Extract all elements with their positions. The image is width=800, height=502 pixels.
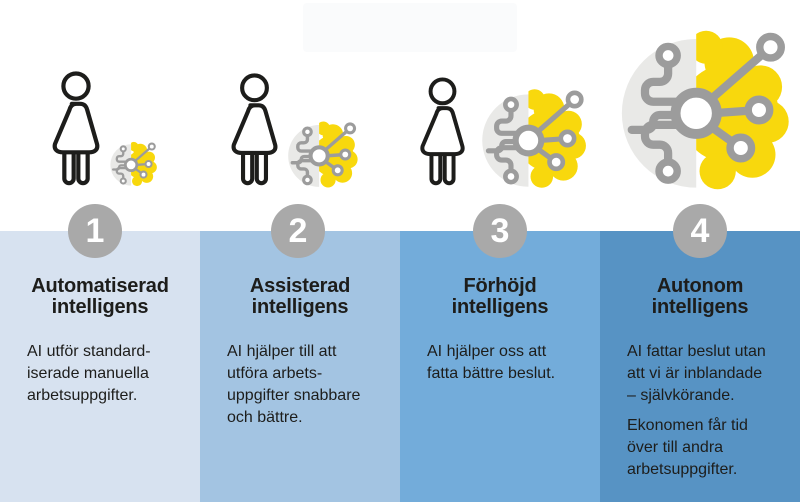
step-title: Automatiserad intelligens bbox=[31, 275, 169, 318]
brain-circuit-icon bbox=[607, 27, 792, 193]
icon-row bbox=[0, 0, 800, 231]
step-description-paragraph: Ekonomen får tid över till andra arbetsu… bbox=[627, 417, 748, 478]
step-title: Förhöjd intelligens bbox=[451, 275, 549, 318]
step-number-badge: 1 bbox=[68, 204, 122, 258]
brain-circuit-icon bbox=[282, 120, 359, 189]
person-icon bbox=[227, 73, 282, 187]
brain-circuit-icon bbox=[473, 87, 588, 190]
step-title: Autonom intelligens bbox=[651, 275, 749, 318]
step-description: AI hjälper oss att fatta bättre beslut. bbox=[427, 341, 582, 385]
step-title: Assisterad intelligens bbox=[249, 275, 351, 318]
person-icon bbox=[48, 71, 104, 187]
step-description-paragraph: AI fattar beslut utan att vi är inblanda… bbox=[627, 343, 766, 404]
step-panels: Automatiserad intelligens AI utför stand… bbox=[0, 231, 800, 502]
panel-step-3: Förhöjd intelligens AI hjälper oss att f… bbox=[400, 231, 600, 502]
panel-step-2: Assisterad intelligens AI hjälper till a… bbox=[200, 231, 400, 502]
step-description-paragraph: AI hjälper oss att fatta bättre beslut. bbox=[427, 343, 556, 382]
panel-step-4: Autonom intelligens AI fattar beslut uta… bbox=[600, 231, 800, 502]
ghost-watermark bbox=[303, 3, 517, 52]
step-number-badge: 4 bbox=[673, 204, 727, 258]
person-icon bbox=[416, 77, 469, 187]
step-description-paragraph: AI hjälper till att utföra arbets- uppgi… bbox=[227, 343, 361, 426]
step-description: AI fattar beslut utan att vi är inblanda… bbox=[627, 341, 782, 481]
step-number-badge: 2 bbox=[271, 204, 325, 258]
panel-step-1: Automatiserad intelligens AI utför stand… bbox=[0, 231, 200, 502]
step-number-badge: 3 bbox=[473, 204, 527, 258]
brain-circuit-icon bbox=[106, 141, 158, 187]
step-description-paragraph: AI utför standard- iserade manuella arbe… bbox=[27, 343, 151, 404]
step-description: AI utför standard- iserade manuella arbe… bbox=[27, 341, 182, 407]
step-description: AI hjälper till att utföra arbets- uppgi… bbox=[227, 341, 382, 429]
